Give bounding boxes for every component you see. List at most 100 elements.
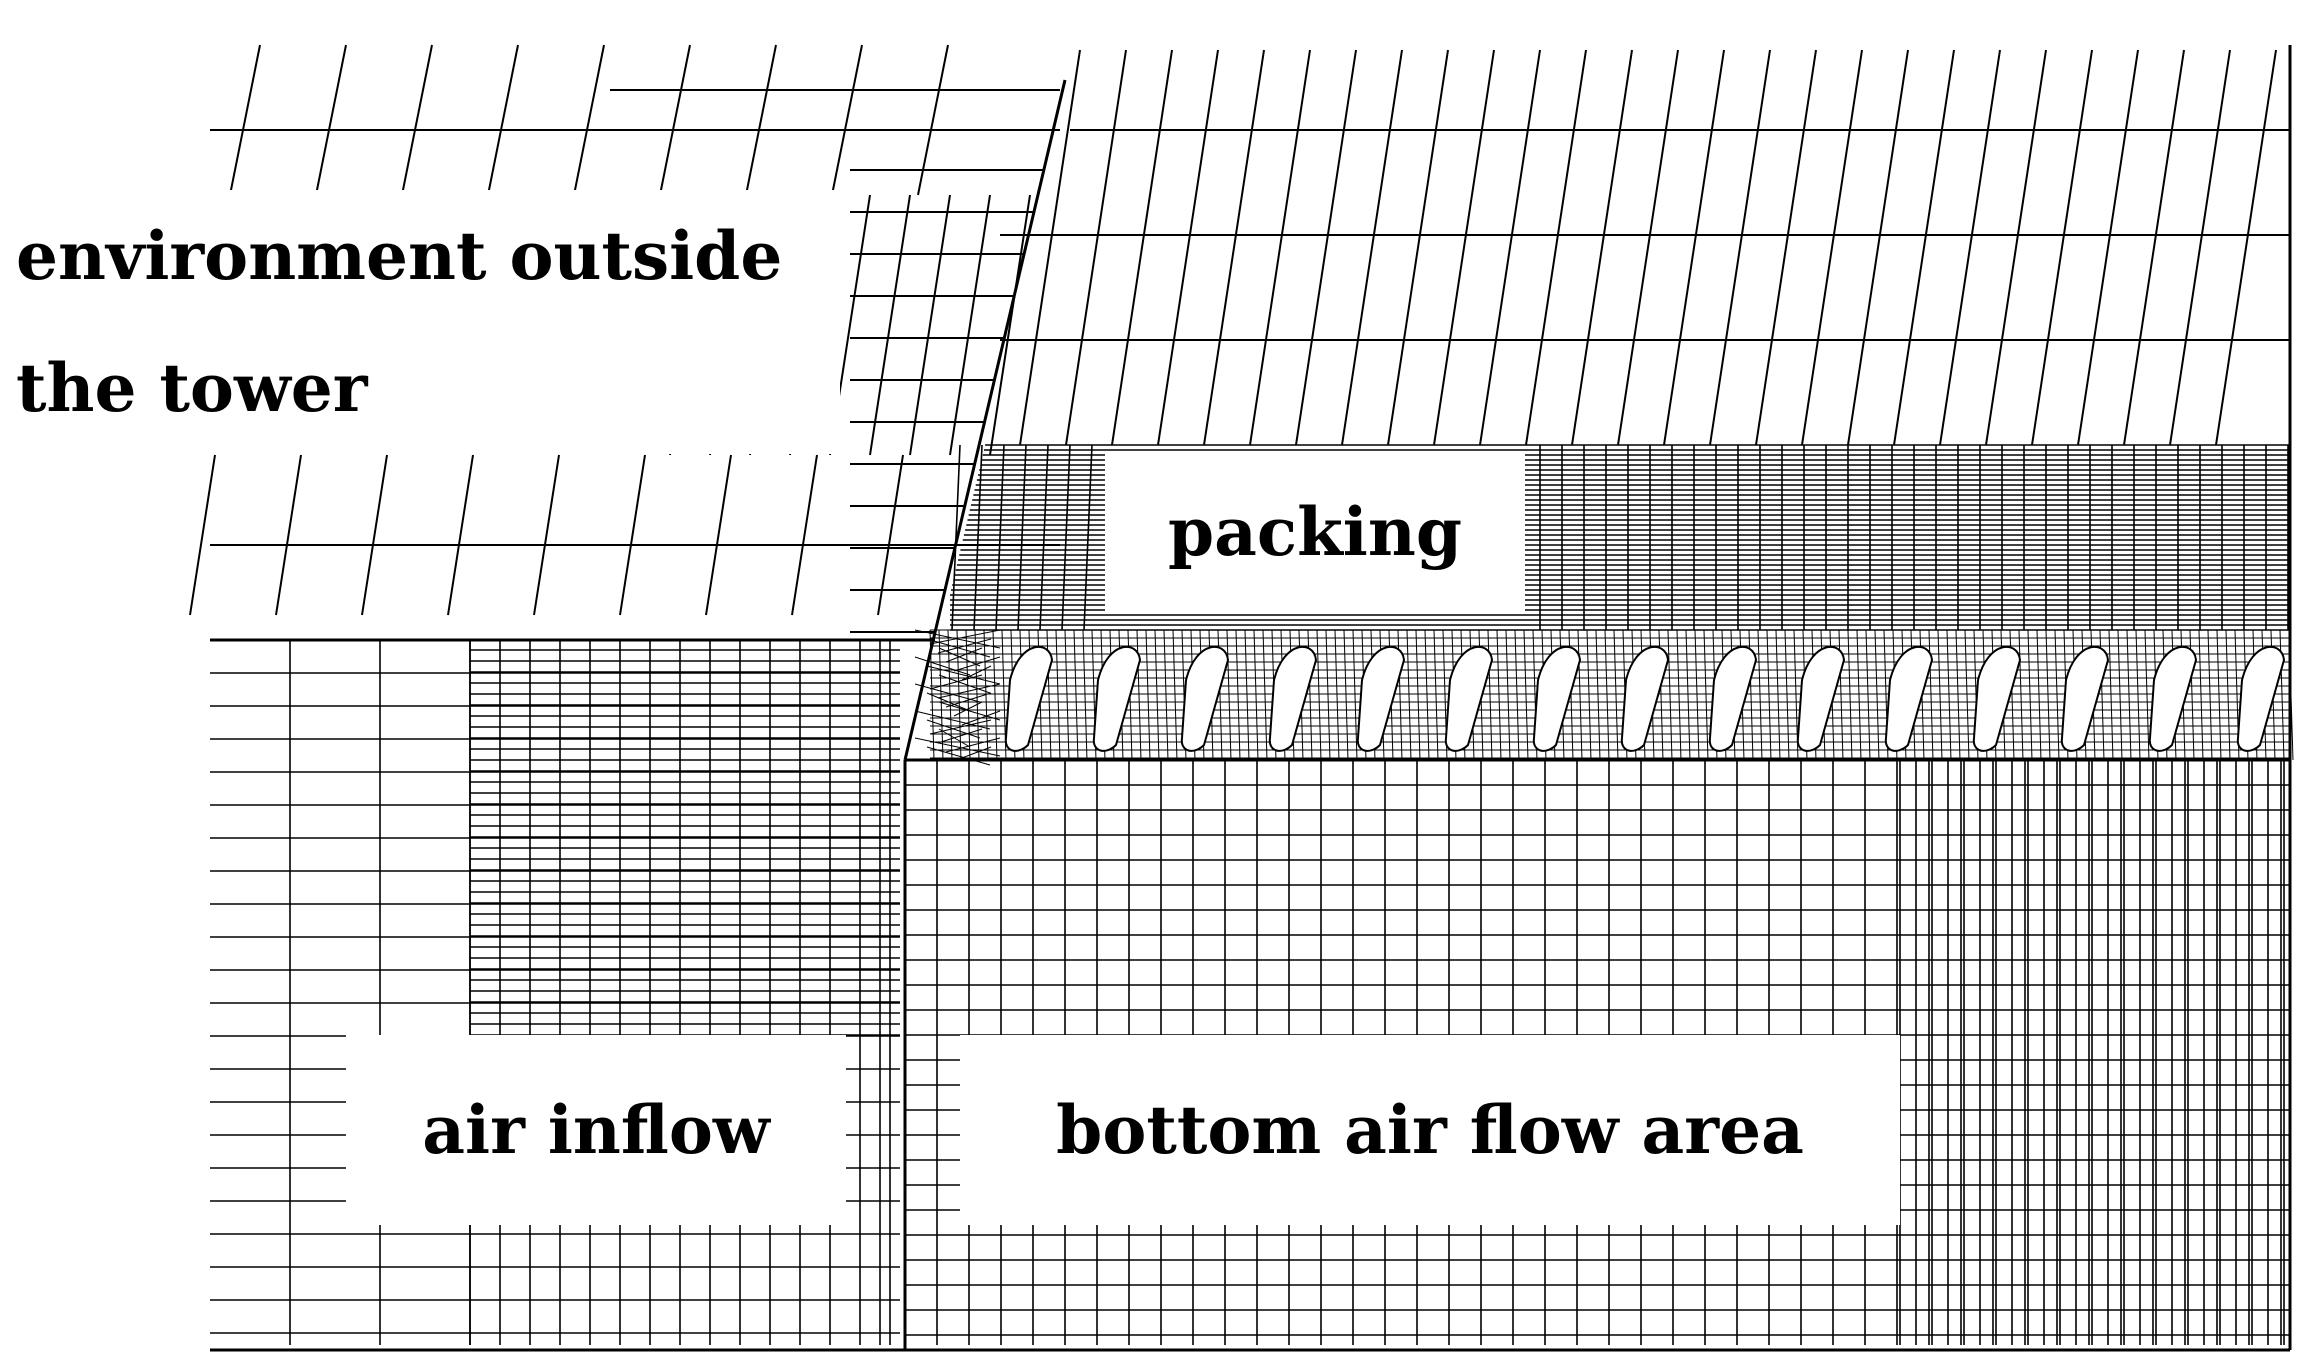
environment-label-line2: the tower [16,349,368,427]
air-inflow-mesh [210,639,900,1345]
upper-slant-line [2031,49,2093,446]
fill-element [1532,645,1582,752]
packing-vertical-line [1083,444,1093,631]
packing-cell-line [1055,629,1061,761]
packing-cell-line [1424,629,1430,761]
env-slant-line [401,44,433,196]
upper-slant-line [1065,49,1127,446]
fill-element [1620,645,1670,752]
env-slant-line [573,44,605,196]
packing-cell-line [1334,629,1340,761]
packing-cell-line [1064,629,1070,761]
corner-cell-line [945,692,992,708]
packing-cell-line [2054,629,2060,761]
packing-vertical-line [1017,444,1027,631]
env-slant-line [831,44,863,196]
packing-cell-line [2045,629,2051,761]
env-slant-line [229,44,261,196]
corner-cell-line [929,674,983,690]
packing-cell-line [956,629,962,761]
upper-slant-line [1985,49,2047,446]
packing-fill-elements [1004,645,2286,752]
corner-cell-line [914,656,971,676]
env-slant-line [447,454,474,616]
packing-cell-line [1082,629,1088,761]
packing-cell-line [1757,629,1763,761]
corner-cell-line [961,710,1001,726]
packing-cell-line [1676,629,1682,761]
packing-cell-line [1415,629,1421,761]
corner-cell-line [926,665,1001,685]
packing-cell-line [1685,629,1691,761]
tower-shell-wall [903,79,1067,761]
fill-element [1708,645,1758,752]
packing-cell-line [1226,629,1232,761]
packing-cell-line [1937,629,1943,761]
fill-element [1444,645,1494,752]
fill-element [1356,645,1406,752]
packing-cell-line [1928,629,1934,761]
upper-slant-line [1525,49,1587,446]
corner-cell-line [929,719,992,735]
packing-cell-line [2117,629,2123,761]
packing-cell-line [2279,629,2285,761]
env-slant-line [315,44,347,196]
corner-cell-line [953,656,1001,672]
air-inflow-label: air inflow [346,1035,846,1225]
corner-cell-line [945,647,983,663]
tower-walls [210,45,2292,1352]
upper-slant-line [2215,49,2277,446]
upper-slant-line [1617,49,1679,446]
fill-element [2148,645,2198,752]
fill-element [1004,645,1054,752]
fill-element [2236,645,2286,752]
packing-cell-line [1433,629,1439,761]
packing-cell-line [1343,629,1349,761]
corner-cell-line [926,692,971,712]
bottom-air-flow-area-label: bottom air flow area [960,1035,1900,1225]
corner-cell-line [929,629,1001,645]
upper-slant-line [1847,49,1909,446]
packing-cell-line [1595,629,1601,761]
corner-cell-line [937,728,983,744]
packing-cell-line [1865,629,1871,761]
packing-cell-line [1487,629,1493,761]
upper-slant-line [1433,49,1495,446]
env-slant-line [487,44,519,196]
packing-cell-line [1847,629,1853,761]
env-slant-line [909,194,951,456]
packing-cell-line [1406,629,1412,761]
env-slant-line [189,454,216,616]
upper-slant-line [1295,49,1357,446]
upper-slant-line [1801,49,1863,446]
upper-slant-line [1893,49,1955,446]
packing-cell-line [1766,629,1772,761]
corner-cell-line [938,674,991,694]
upper-slant-line [2169,49,2231,446]
upper-slant-line [1203,49,1265,446]
packing-vertical-line [1061,444,1071,631]
packing-cell-line [1784,629,1790,761]
env-slant-line [745,44,777,196]
packing-cell-line [1505,629,1511,761]
corner-cell-line [938,701,1001,721]
corner-cell-line [945,737,1001,753]
packing-cell-line [992,629,998,761]
env-slant-line [705,454,732,616]
packing-cell-line [2225,629,2231,761]
environment-label-line1: environment outside [16,217,783,295]
packing-label: packing [1105,452,1525,612]
packing-cell-line [1703,629,1709,761]
env-slant-line [869,194,911,456]
env-slant-line [533,454,560,616]
env-slant-line [949,194,991,456]
fill-element [2060,645,2110,752]
packing-cell-line [1775,629,1781,761]
packing-cell-line [2126,629,2132,761]
packing-cell-line [2027,629,2033,761]
packing-cell-line [1586,629,1592,761]
env-slant-line [275,454,302,616]
packing-cell-line [1163,629,1169,761]
corner-cell-line [937,638,992,654]
packing-cell-line [1523,629,1529,761]
